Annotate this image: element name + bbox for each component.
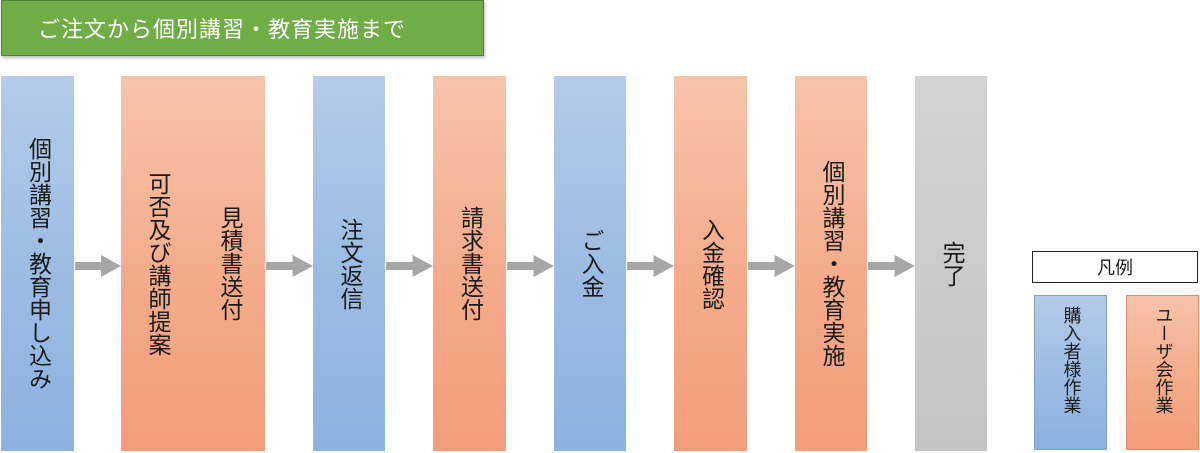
step-complete: 完了: [915, 76, 987, 451]
step-invoice-sent: 請求書送付: [433, 76, 506, 451]
step-order-reply: 注文返信: [313, 76, 385, 451]
step-payment-confirmation: 入金確認: [674, 76, 747, 451]
arrow-icon: [627, 255, 674, 277]
arrow-icon: [507, 255, 554, 277]
arrow-icon: [386, 255, 433, 277]
step-payment: ご入金: [554, 76, 626, 451]
arrow-icon: [868, 255, 915, 277]
legend-association: ユーザ会作業: [1126, 295, 1199, 450]
step-application: 個別講習・教育申し込み: [1, 76, 74, 451]
step-training-delivery: 個別講習・教育実施: [795, 76, 867, 451]
diagram-title: ご注文から個別講習・教育実施まで: [1, 0, 484, 56]
step-instructor-proposal: 可否及び講師提案: [121, 76, 194, 451]
arrow-icon: [748, 255, 795, 277]
arrow-icon: [266, 255, 313, 277]
arrow-icon: [75, 255, 121, 277]
legend-customer: 購入者様作業: [1034, 295, 1107, 450]
step-quotation-sent: 見積書送付: [193, 76, 265, 451]
legend-title: 凡例: [1032, 251, 1198, 283]
